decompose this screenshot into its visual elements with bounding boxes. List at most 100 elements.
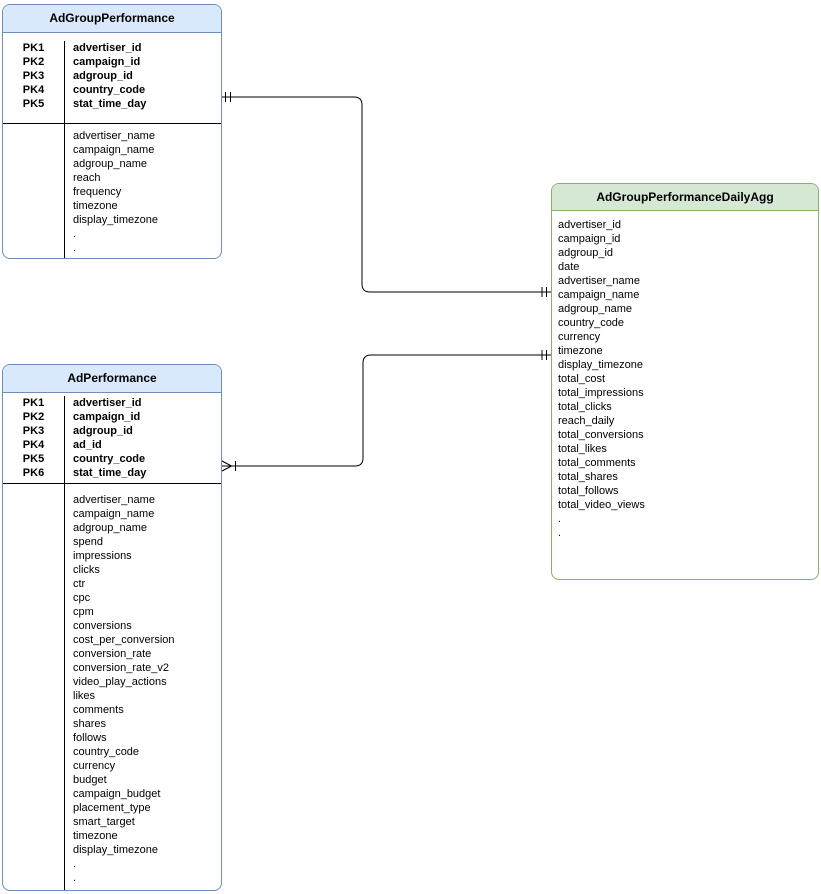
- field-column: advertiser_name campaign_name adgroup_name…: [65, 124, 221, 258]
- field: .: [73, 228, 77, 240]
- pk-badge: PK1: [22, 397, 45, 409]
- pk-field: campaign_id: [73, 56, 141, 68]
- pk-badge: PK5: [22, 98, 45, 110]
- field: shares: [73, 718, 107, 730]
- field: impressions: [73, 550, 132, 562]
- field: total_clicks: [558, 401, 612, 413]
- field: timezone: [558, 345, 603, 357]
- field: frequency: [73, 186, 122, 198]
- field: total_comments: [558, 457, 636, 469]
- field: cpc: [73, 592, 91, 604]
- field: placement_type: [73, 802, 151, 814]
- field: .: [558, 527, 562, 539]
- crowfoot-many-marker: [221, 460, 232, 472]
- empty-key-column: [3, 484, 65, 890]
- field: cost_per_conversion: [73, 634, 175, 646]
- entity-title: AdGroupPerformanceDailyAgg: [552, 184, 818, 211]
- field: display_timezone: [73, 844, 158, 856]
- field: display_timezone: [73, 214, 158, 226]
- field: campaign_budget: [73, 788, 161, 800]
- entity-title: AdPerformance: [3, 365, 221, 393]
- field: adgroup_id: [558, 247, 614, 259]
- field: campaign_name: [558, 289, 640, 301]
- field: .: [73, 242, 77, 254]
- field: timezone: [73, 830, 118, 842]
- connector-line: [222, 354, 551, 467]
- field: cpm: [73, 606, 94, 618]
- field: total_impressions: [558, 387, 644, 399]
- entity-title: AdGroupPerformance: [3, 5, 221, 33]
- field: adgroup_name: [73, 522, 148, 534]
- field: likes: [73, 690, 96, 702]
- field: advertiser_id: [558, 219, 621, 231]
- field: smart_target: [73, 816, 135, 828]
- cardinality-one-marker: [225, 92, 231, 102]
- pk-badge: PK4: [22, 439, 45, 451]
- field: reach_daily: [558, 415, 615, 427]
- field: comments: [73, 704, 124, 716]
- pk-field: advertiser_id: [73, 397, 142, 409]
- field: country_code: [558, 317, 625, 329]
- field: adgroup_name: [558, 303, 633, 315]
- pk-field: adgroup_id: [73, 425, 133, 437]
- field: advertiser_name: [73, 494, 155, 506]
- field: advertiser_name: [73, 130, 155, 142]
- field: total_shares: [558, 471, 618, 483]
- field: total_cost: [558, 373, 606, 385]
- field: conversion_rate: [73, 648, 152, 660]
- pk-field: country_code: [73, 84, 146, 96]
- field: total_likes: [558, 443, 607, 455]
- field: adgroup_name: [73, 158, 148, 170]
- field: total_video_views: [558, 499, 645, 511]
- pk-badge: PK3: [22, 425, 45, 437]
- pk-badge: PK1: [22, 42, 45, 54]
- field-column: advertiser_name campaign_name adgroup_name…: [65, 484, 221, 890]
- entity-adgroup-performance-daily-agg: AdGroupPerformanceDailyAgg advertiser_id…: [551, 183, 819, 580]
- field: campaign_name: [73, 144, 155, 156]
- field: spend: [73, 536, 103, 548]
- field: total_conversions: [558, 429, 644, 441]
- pk-field: ad_id: [73, 439, 102, 451]
- relationship-adgroupperformance-to-dailyagg: [222, 92, 551, 297]
- pk-field: advertiser_id: [73, 42, 142, 54]
- fields-section: advertiser_name campaign_name adgroup_name…: [3, 484, 221, 890]
- field: video_play_actions: [73, 676, 167, 688]
- field: reach: [73, 172, 101, 184]
- field: advertiser_name: [558, 275, 640, 287]
- empty-key-column: [3, 124, 65, 258]
- field: conversion_rate_v2: [73, 662, 170, 674]
- field: ctr: [73, 578, 86, 590]
- pk-badge: PK4: [22, 84, 45, 96]
- cardinality-one-marker: [541, 287, 547, 297]
- field: country_code: [73, 746, 140, 758]
- fields-section: advertiser_name campaign_name adgroup_name…: [3, 124, 221, 258]
- field: campaign_name: [73, 508, 155, 520]
- cardinality-one-marker: [541, 350, 547, 360]
- field: currency: [558, 331, 601, 343]
- field: timezone: [73, 200, 118, 212]
- pk-badge: PK5: [22, 453, 45, 465]
- field: follows: [73, 732, 107, 744]
- field: date: [558, 261, 580, 273]
- field: campaign_id: [558, 233, 621, 245]
- pk-badge: PK2: [22, 56, 45, 68]
- pk-field: stat_time_day: [73, 467, 147, 479]
- field: .: [558, 513, 562, 525]
- field: .: [73, 858, 77, 870]
- field: total_follows: [558, 485, 619, 497]
- field: currency: [73, 760, 116, 772]
- field: .: [73, 872, 77, 884]
- pk-field: adgroup_id: [73, 70, 133, 82]
- connector-line: [222, 96, 551, 293]
